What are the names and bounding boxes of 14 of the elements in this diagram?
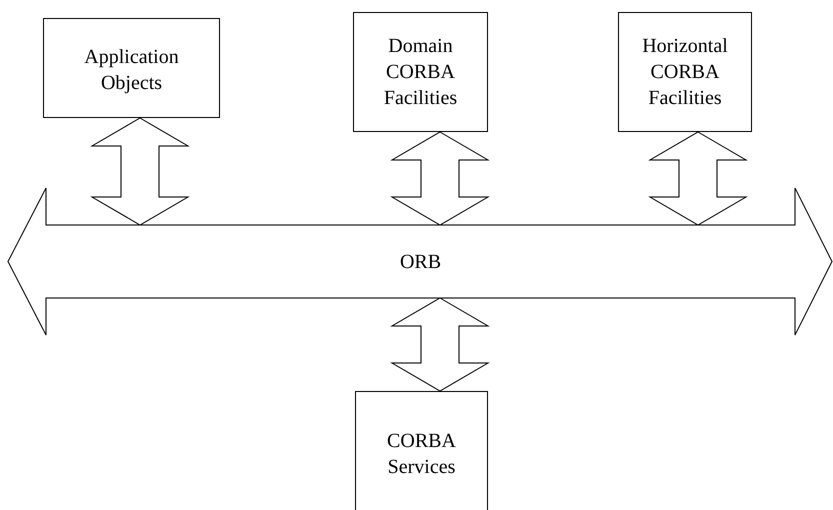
double-block-arrow [390,131,490,226]
bus-double-arrow [8,188,833,335]
component-box [355,391,488,510]
double-block-arrow [90,117,190,226]
component-box [618,12,752,132]
node-label: CORBA Services [386,428,457,480]
node-label: Domain CORBA Facilities [382,34,458,111]
component-box [43,18,220,118]
node-label: Application Objects [83,45,180,96]
component-box [353,12,488,132]
node-label: ORB [400,250,442,274]
double-block-arrow [390,297,490,392]
double-block-arrow [648,131,748,226]
node-label: Horizontal CORBA Facilities [641,34,729,111]
